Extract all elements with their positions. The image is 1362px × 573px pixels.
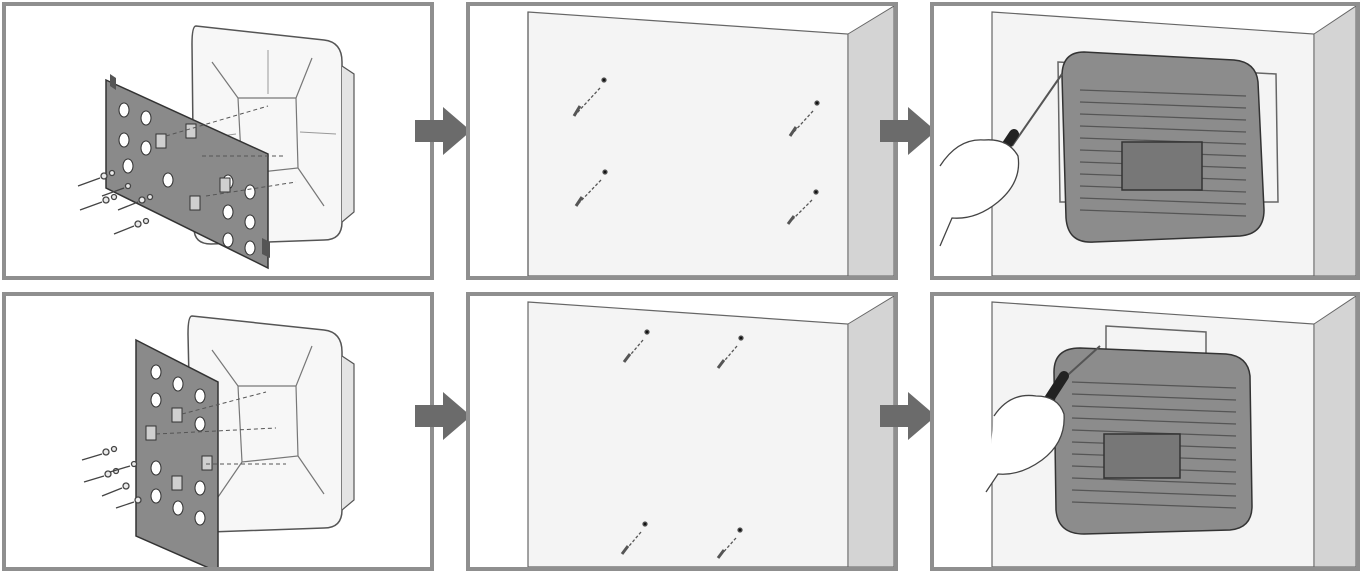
step-2-wall-anchors-horizontal bbox=[466, 2, 898, 280]
hand-with-screwdriver bbox=[985, 345, 1101, 493]
step-3-device-mount-vertical bbox=[930, 292, 1360, 571]
step-2-wall-anchors-vertical bbox=[466, 292, 898, 571]
mounted-device bbox=[1053, 325, 1253, 535]
screwdriver-mount-icon bbox=[985, 296, 1356, 567]
wall-anchors-icon bbox=[527, 6, 894, 276]
step-1-bracket-attach-vertical bbox=[2, 292, 434, 571]
arrow-right-icon bbox=[880, 392, 936, 445]
arrow-right-icon bbox=[880, 107, 936, 160]
wall-anchor bbox=[572, 77, 820, 225]
wall-anchor bbox=[620, 329, 744, 559]
bracket-screws-icon bbox=[77, 25, 355, 270]
arrow-right-icon bbox=[415, 392, 471, 445]
step-1-bracket-attach-horizontal bbox=[2, 2, 434, 280]
device-housing bbox=[187, 315, 355, 533]
step-3-device-mount-horizontal bbox=[930, 2, 1360, 280]
screwdriver-mount-icon bbox=[939, 6, 1356, 276]
arrow-right-icon bbox=[415, 107, 471, 160]
bracket-screws-icon bbox=[81, 315, 355, 567]
mounting-bracket bbox=[135, 338, 286, 567]
mounted-device bbox=[1057, 51, 1279, 243]
mounting-bracket bbox=[105, 74, 297, 270]
screws bbox=[77, 169, 154, 235]
screws bbox=[81, 445, 142, 509]
hand-with-screwdriver bbox=[939, 73, 1063, 247]
wall-anchors-icon bbox=[527, 296, 894, 567]
